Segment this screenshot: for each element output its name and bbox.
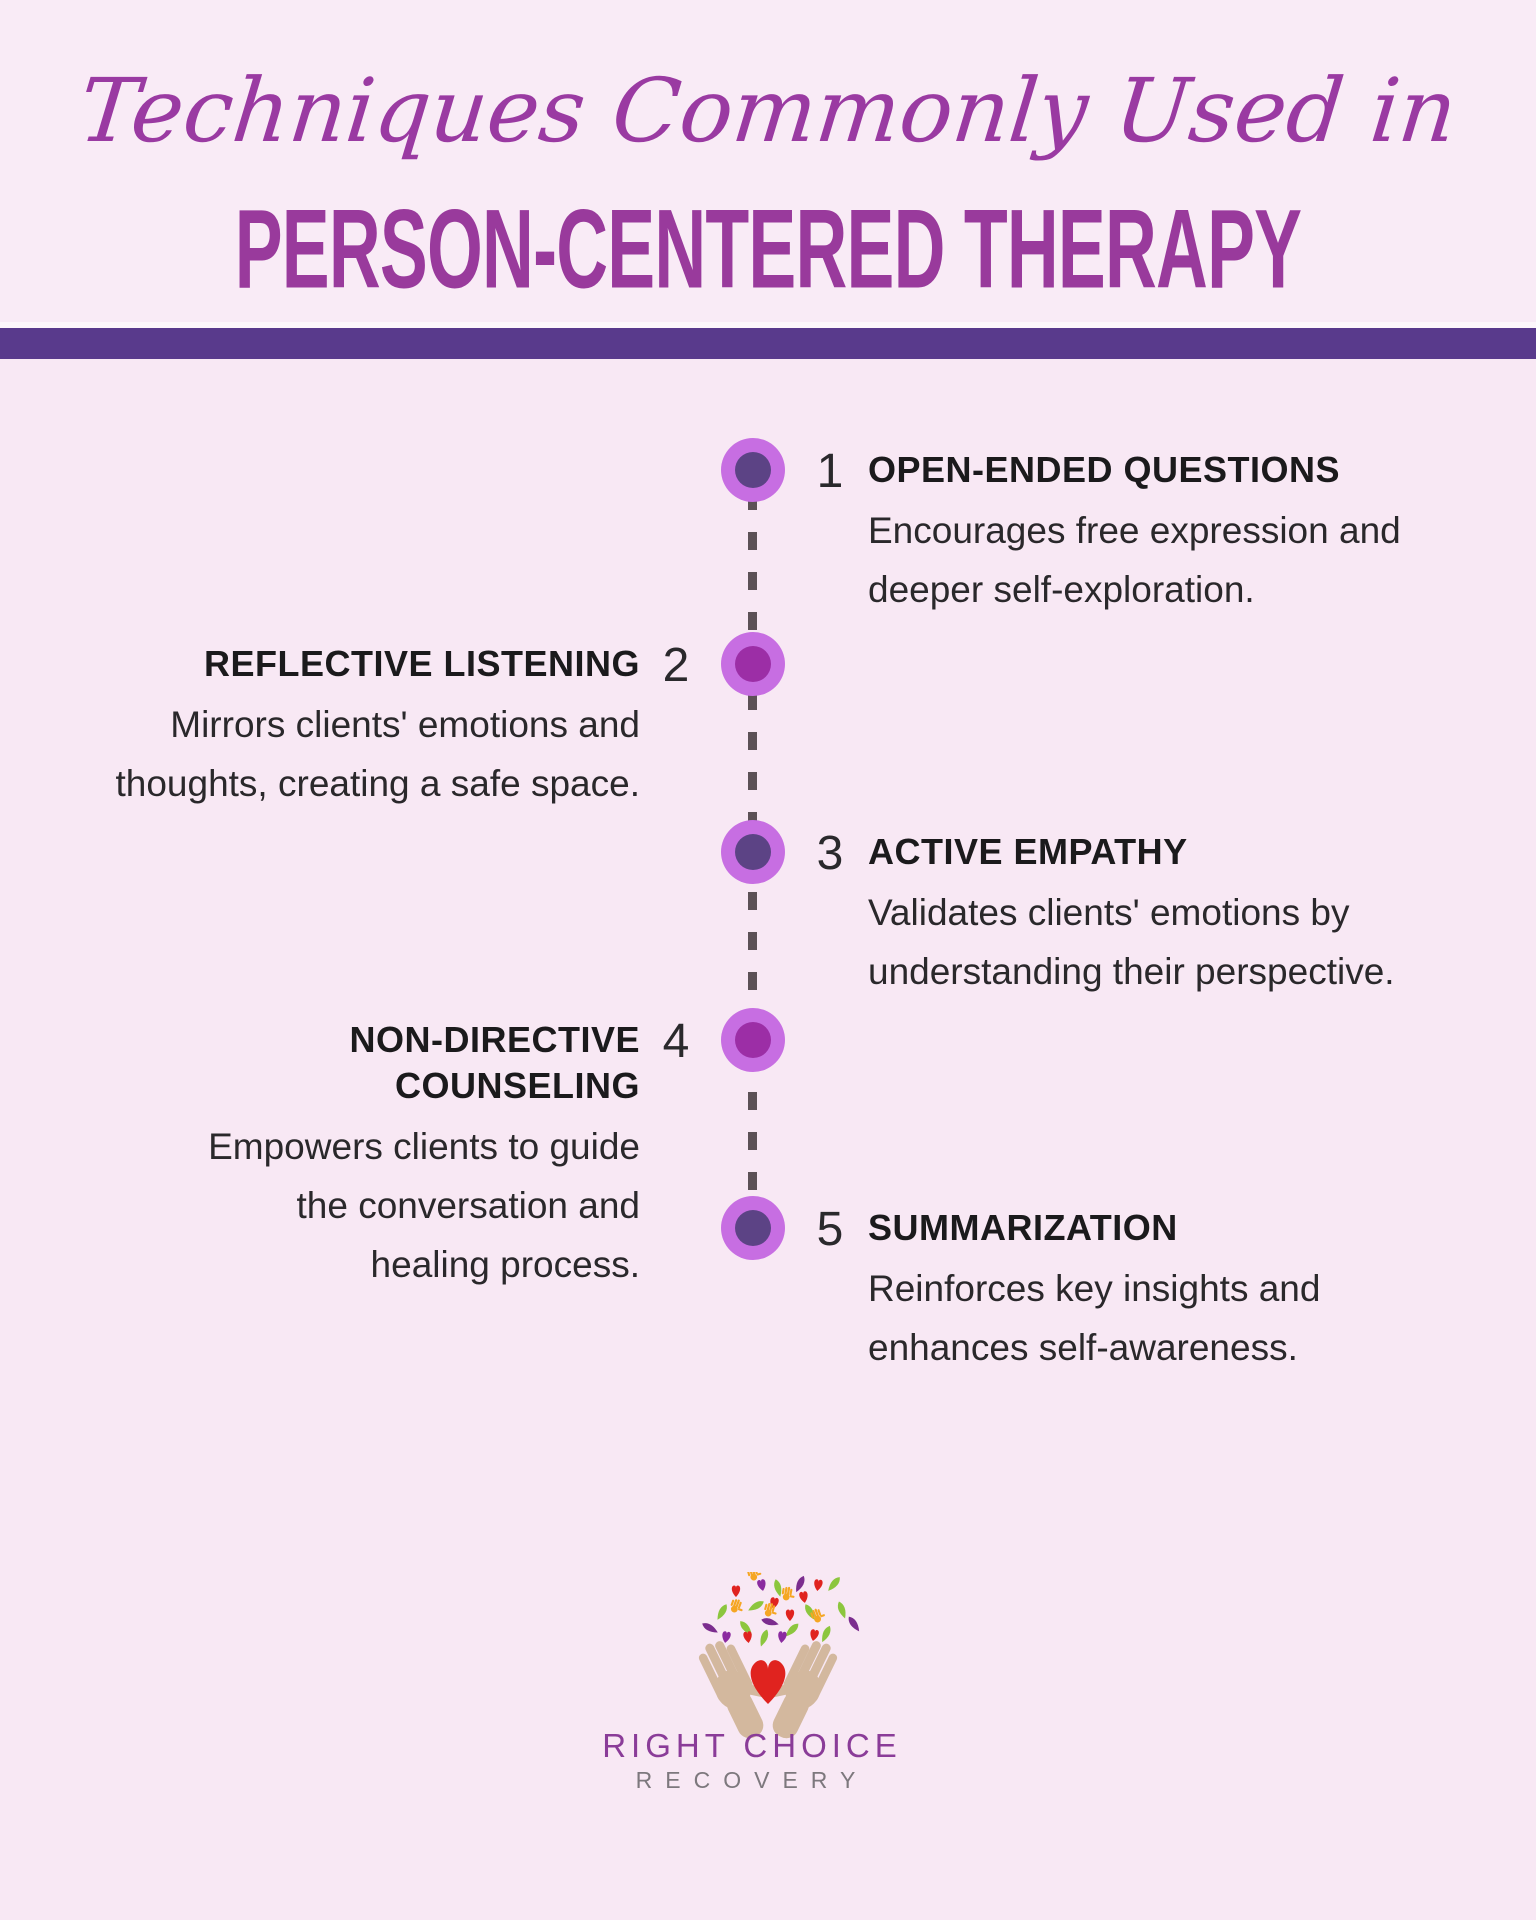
- timeline-node-2: [721, 632, 785, 696]
- node-dot-icon: [735, 646, 771, 682]
- timeline-item-summarization: SUMMARIZATION Reinforces key insights an…: [868, 1205, 1488, 1377]
- step-number-4: 4: [662, 1015, 690, 1068]
- node-dot-icon: [735, 834, 771, 870]
- item-title: REFLECTIVE LISTENING: [203, 643, 640, 684]
- timeline-node-4: [721, 1008, 785, 1072]
- divider-bar: [0, 328, 1536, 359]
- brand-subtitle: RECOVERY: [635, 1767, 869, 1793]
- timeline-node-5: [721, 1196, 785, 1260]
- item-description: Mirrors clients' emotions and thoughts, …: [115, 704, 640, 804]
- step-number-2: 2: [662, 639, 690, 692]
- header-band: Techniques Commonly Used in PERSON-CENTE…: [0, 0, 1536, 323]
- item-description: Encourages free expression and deeper se…: [868, 510, 1401, 610]
- cupped-hands-logo-icon: [694, 1572, 862, 1744]
- item-title: OPEN-ENDED QUESTIONS: [868, 449, 1341, 490]
- node-dot-icon: [735, 1210, 771, 1246]
- step-number-1: 1: [816, 445, 844, 498]
- page-title: PERSON-CENTERED THERAPY: [234, 187, 1302, 313]
- timeline-item-active-empathy: ACTIVE EMPATHY Validates clients' emotio…: [868, 829, 1488, 1001]
- item-title: ACTIVE EMPATHY: [868, 831, 1188, 872]
- item-description: Empowers clients to guide the conversati…: [208, 1126, 640, 1285]
- timeline-item-reflective-listening: REFLECTIVE LISTENING Mirrors clients' em…: [20, 641, 640, 813]
- item-title: SUMMARIZATION: [868, 1207, 1178, 1248]
- timeline-item-open-ended-questions: OPEN-ENDED QUESTIONS Encourages free exp…: [868, 447, 1488, 619]
- node-dot-icon: [735, 452, 771, 488]
- timeline-item-non-directive-counseling: NON-DIRECTIVE COUNSELING Empowers client…: [200, 1017, 640, 1294]
- item-description: Reinforces key insights and enhances sel…: [868, 1268, 1321, 1368]
- step-number-5: 5: [816, 1203, 844, 1256]
- brand-name: RIGHT CHOICE: [602, 1727, 902, 1764]
- item-description: Validates clients' emotions by understan…: [868, 892, 1395, 992]
- timeline-node-1: [721, 438, 785, 502]
- divider-highlight: [0, 322, 1536, 328]
- timeline-node-3: [721, 820, 785, 884]
- step-number-3: 3: [816, 827, 844, 880]
- node-dot-icon: [735, 1022, 771, 1058]
- item-title: NON-DIRECTIVE COUNSELING: [349, 1019, 640, 1106]
- script-title: Techniques Commonly Used in: [74, 59, 1462, 162]
